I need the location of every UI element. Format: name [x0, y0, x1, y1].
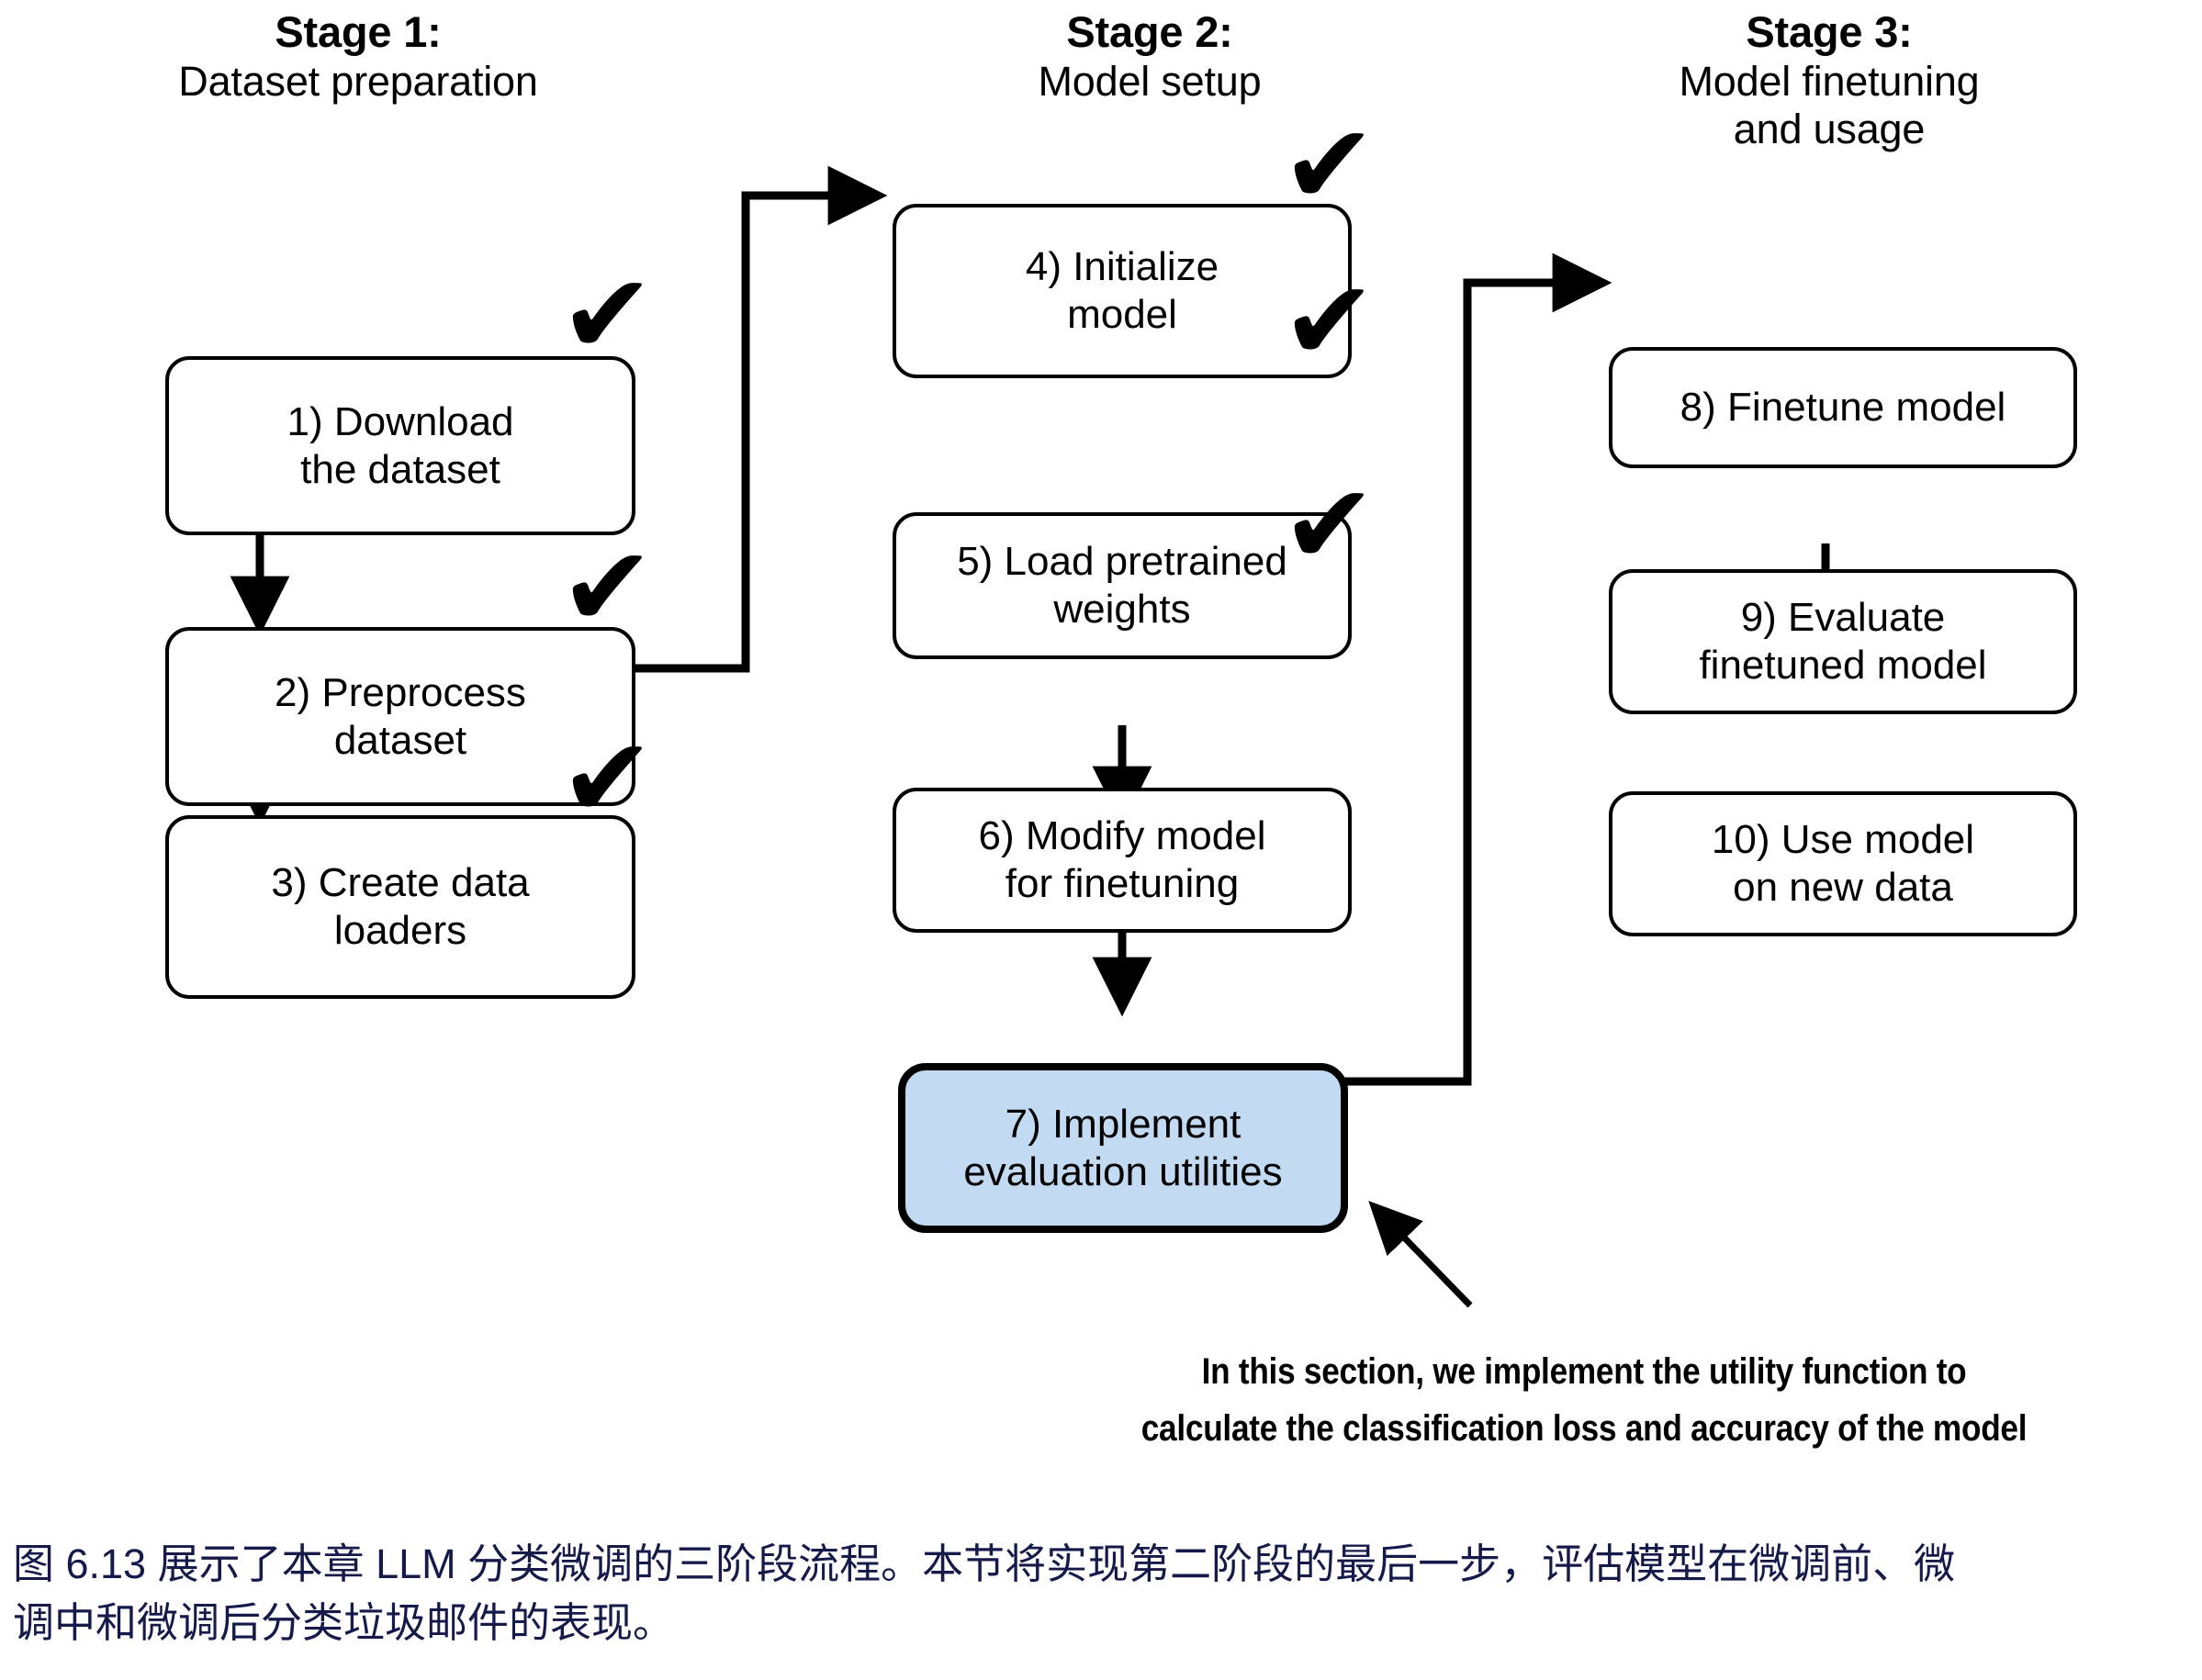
node-step-7-line1: 7) Implement — [1005, 1101, 1241, 1147]
stage-1-subtitle: Dataset preparation — [178, 57, 538, 105]
node-step-6-line2: for finetuning — [1005, 861, 1240, 906]
stage-1-number: Stage 1: — [275, 7, 442, 56]
stage-1-heading: Stage 1: Dataset preparation — [55, 7, 661, 106]
node-step-4-line2: model — [1067, 292, 1177, 337]
stage-3-subtitle-line1: Model finetuning — [1679, 57, 1980, 105]
node-step-9-line1: 9) Evaluate — [1740, 595, 1946, 641]
figure-caption: 图 6.13 展示了本章 LLM 分类微调的三阶段流程。本节将实现第二阶段的最后… — [13, 1535, 2191, 1652]
node-step-2-line1: 2) Preprocess — [275, 669, 526, 715]
figure-caption-line-1: 图 6.13 展示了本章 LLM 分类微调的三阶段流程。本节将实现第二阶段的最后… — [13, 1540, 1956, 1587]
node-step-5-line1: 5) Load pretrained — [957, 539, 1287, 585]
node-step-6-line1: 6) Modify model — [978, 813, 1266, 859]
node-step-10[interactable]: 10) Use model on new data — [1609, 791, 2077, 936]
callout-annotation: In this section, we implement the utilit… — [1047, 1343, 2121, 1457]
checkmark-icon-step-1: ✔ — [559, 249, 656, 379]
callout-line-2: calculate the classification loss and ac… — [1140, 1408, 2028, 1449]
node-step-5-line2: weights — [1053, 587, 1191, 632]
node-step-6[interactable]: 6) Modify model for finetuning — [893, 788, 1352, 933]
callout-line-1: In this section, we implement the utilit… — [1201, 1351, 1967, 1392]
node-step-8[interactable]: 8) Finetune model — [1609, 347, 2077, 468]
stage-2-number: Stage 2: — [1066, 7, 1233, 56]
node-step-1[interactable]: 1) Download the dataset — [165, 356, 635, 535]
node-step-1-line1: 1) Download — [286, 398, 514, 444]
stage-2-subtitle: Model setup — [1038, 57, 1262, 105]
node-step-2-line2: dataset — [333, 717, 467, 763]
node-step-9[interactable]: 9) Evaluate finetuned model — [1609, 569, 2077, 714]
node-step-4[interactable]: 4) Initialize model — [893, 204, 1352, 378]
checkmark-icon-step-4: ✔ — [1281, 99, 1377, 230]
node-step-10-line2: on new data — [1733, 865, 1953, 910]
node-step-3[interactable]: 3) Create data loaders — [165, 815, 635, 999]
node-step-1-line2: the dataset — [300, 446, 500, 492]
node-step-3-line2: loaders — [333, 908, 467, 953]
node-step-7-line2: evaluation utilities — [963, 1148, 1283, 1194]
checkmark-icon-step-5: ✔ — [1281, 255, 1377, 386]
node-step-10-line1: 10) Use model — [1711, 817, 1975, 863]
checkmark-icon-step-2: ✔ — [559, 521, 656, 652]
node-step-8-line1: 8) Finetune model — [1680, 385, 2006, 431]
node-step-9-line2: finetuned model — [1699, 643, 1987, 688]
connector-stage2-stage3 — [1343, 252, 1612, 1086]
checkmark-icon-step-6: ✔ — [1281, 459, 1377, 589]
node-step-3-line1: 3) Create data — [271, 860, 530, 906]
stage-3-subtitle-line2: and usage — [1733, 105, 1926, 152]
node-step-7[interactable]: 7) Implement evaluation utilities — [898, 1063, 1348, 1233]
stage-3-heading: Stage 3: Model finetuning and usage — [1563, 7, 2095, 153]
checkmark-icon-step-3: ✔ — [559, 712, 656, 843]
callout-pointer-arrow — [1368, 1200, 1473, 1308]
node-step-4-line1: 4) Initialize — [1025, 244, 1219, 290]
stage-2-heading: Stage 2: Model setup — [874, 7, 1425, 106]
stage-3-number: Stage 3: — [1746, 7, 1913, 56]
figure-caption-line-2: 调中和微调后分类垃圾邮件的表现。 — [13, 1598, 675, 1646]
